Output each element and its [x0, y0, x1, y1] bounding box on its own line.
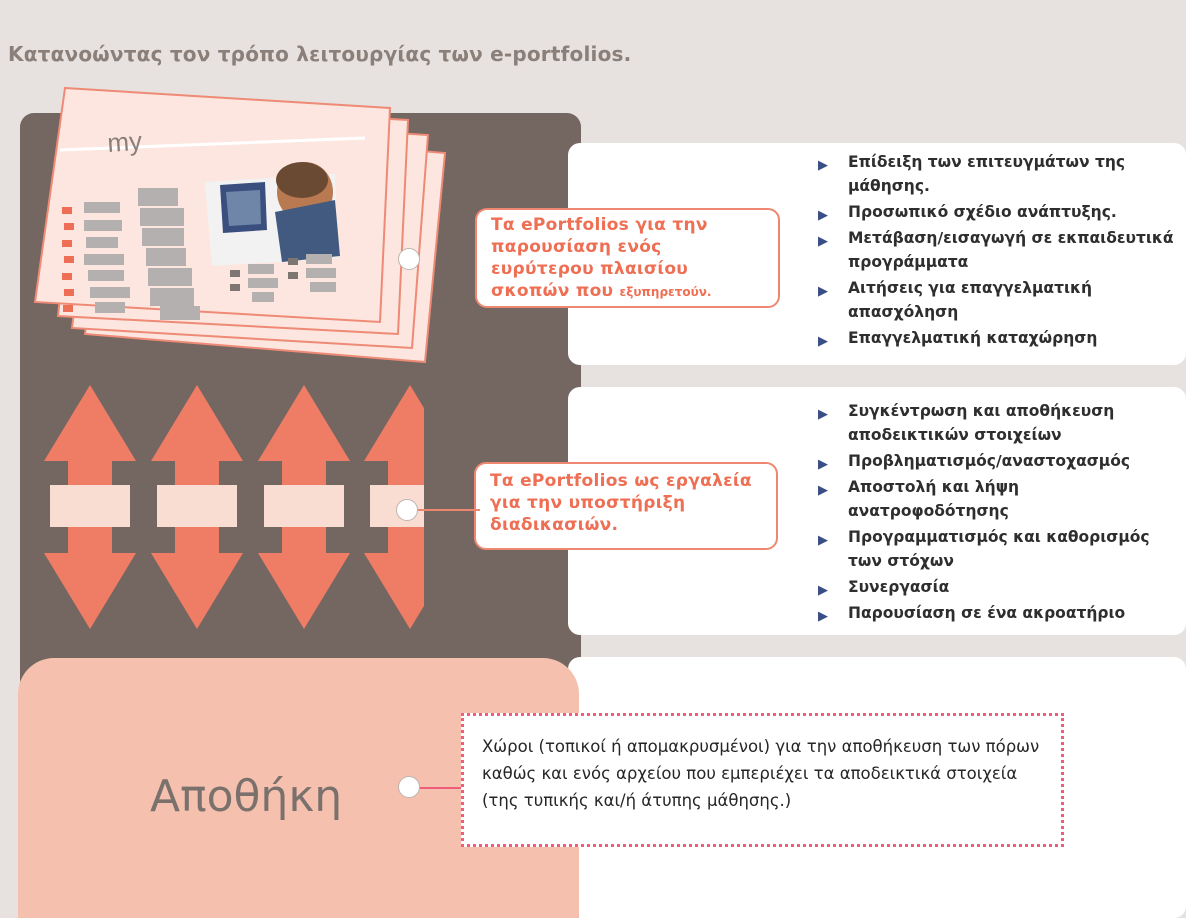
arrow-label-box-2 — [157, 485, 237, 527]
purpose-connector — [398, 248, 420, 270]
bullet-icon: ▶ — [818, 483, 828, 498]
bullet-icon: ▶ — [818, 609, 828, 624]
bullet-icon: ▶ — [818, 334, 828, 349]
process-callout: Τα ePortfolios ως εργαλεία για την υποστ… — [474, 462, 778, 550]
bullet-icon: ▶ — [818, 583, 828, 598]
purpose-callout-small-text: εξυπηρετούν. — [619, 285, 712, 299]
list-item: ▶Επίδειξη των επιτευγμάτων της μάθησης. — [818, 153, 1126, 195]
list-item: ▶Προβληματισμός/αναστοχασμός — [808, 449, 1178, 473]
bullet-icon: ▶ — [818, 158, 828, 173]
storage-description: Χώροι (τοπικοί ή απομακρυσμένοι) για την… — [461, 713, 1064, 847]
process-connector-line — [410, 509, 480, 511]
list-item: ▶Αποστολή και λήψη ανατροφοδότησης — [818, 478, 1020, 520]
list-item: ▶Μετάβαση/εισαγωγή σε εκπαιδευτικά προγρ… — [818, 229, 1174, 271]
purpose-callout-text: Τα ePortfolios για την παρουσίαση ενός ε… — [491, 215, 708, 301]
purpose-callout: Τα ePortfolios για την παρουσίαση ενός ε… — [475, 208, 780, 308]
bullet-icon: ▶ — [818, 284, 828, 299]
list-item: ▶Συνεργασία — [808, 575, 1178, 599]
bullet-icon: ▶ — [818, 457, 828, 472]
portfolio-card-front: my — [33, 86, 392, 324]
list-item: ▶Παρουσίαση σε ένα ακροατήριο — [808, 601, 1178, 625]
list-item: ▶Προσωπικό σχέδιο ανάπτυξης. — [808, 200, 1178, 224]
page-title: Κατανοώντας τον τρόπο λειτουργίας των e-… — [8, 42, 632, 66]
card-logo-text: my — [106, 126, 143, 158]
portfolio-cards-illustration: my — [33, 86, 447, 364]
bullet-icon: ▶ — [818, 208, 828, 223]
storage-connector — [398, 776, 420, 798]
arrow-label-box-3 — [264, 485, 344, 527]
process-list: ▶Συγκέντρωση και αποθήκευση αποδεικτικών… — [808, 399, 1178, 627]
purpose-list: ▶Επίδειξη των επιτευγμάτων της μάθησης. … — [808, 150, 1178, 352]
process-connector — [396, 499, 418, 521]
list-item: ▶Προγραμματισμός και καθορισμός των στόχ… — [818, 528, 1150, 570]
bullet-icon: ▶ — [818, 533, 828, 548]
storage-connector-line — [412, 787, 464, 789]
card-text-blocks — [62, 188, 336, 320]
bullet-icon: ▶ — [818, 234, 828, 249]
storage-label: Αποθήκη — [150, 771, 343, 822]
process-arrows — [44, 385, 424, 629]
list-item: ▶Επαγγελματική καταχώρηση — [808, 326, 1178, 350]
list-item: ▶Αιτήσεις για επαγγελματική απασχόληση — [818, 279, 1093, 321]
arrow-label-box-1 — [50, 485, 130, 527]
list-item: ▶Συγκέντρωση και αποθήκευση αποδεικτικών… — [818, 402, 1115, 444]
card-photo — [205, 162, 340, 266]
bullet-icon: ▶ — [818, 407, 828, 422]
